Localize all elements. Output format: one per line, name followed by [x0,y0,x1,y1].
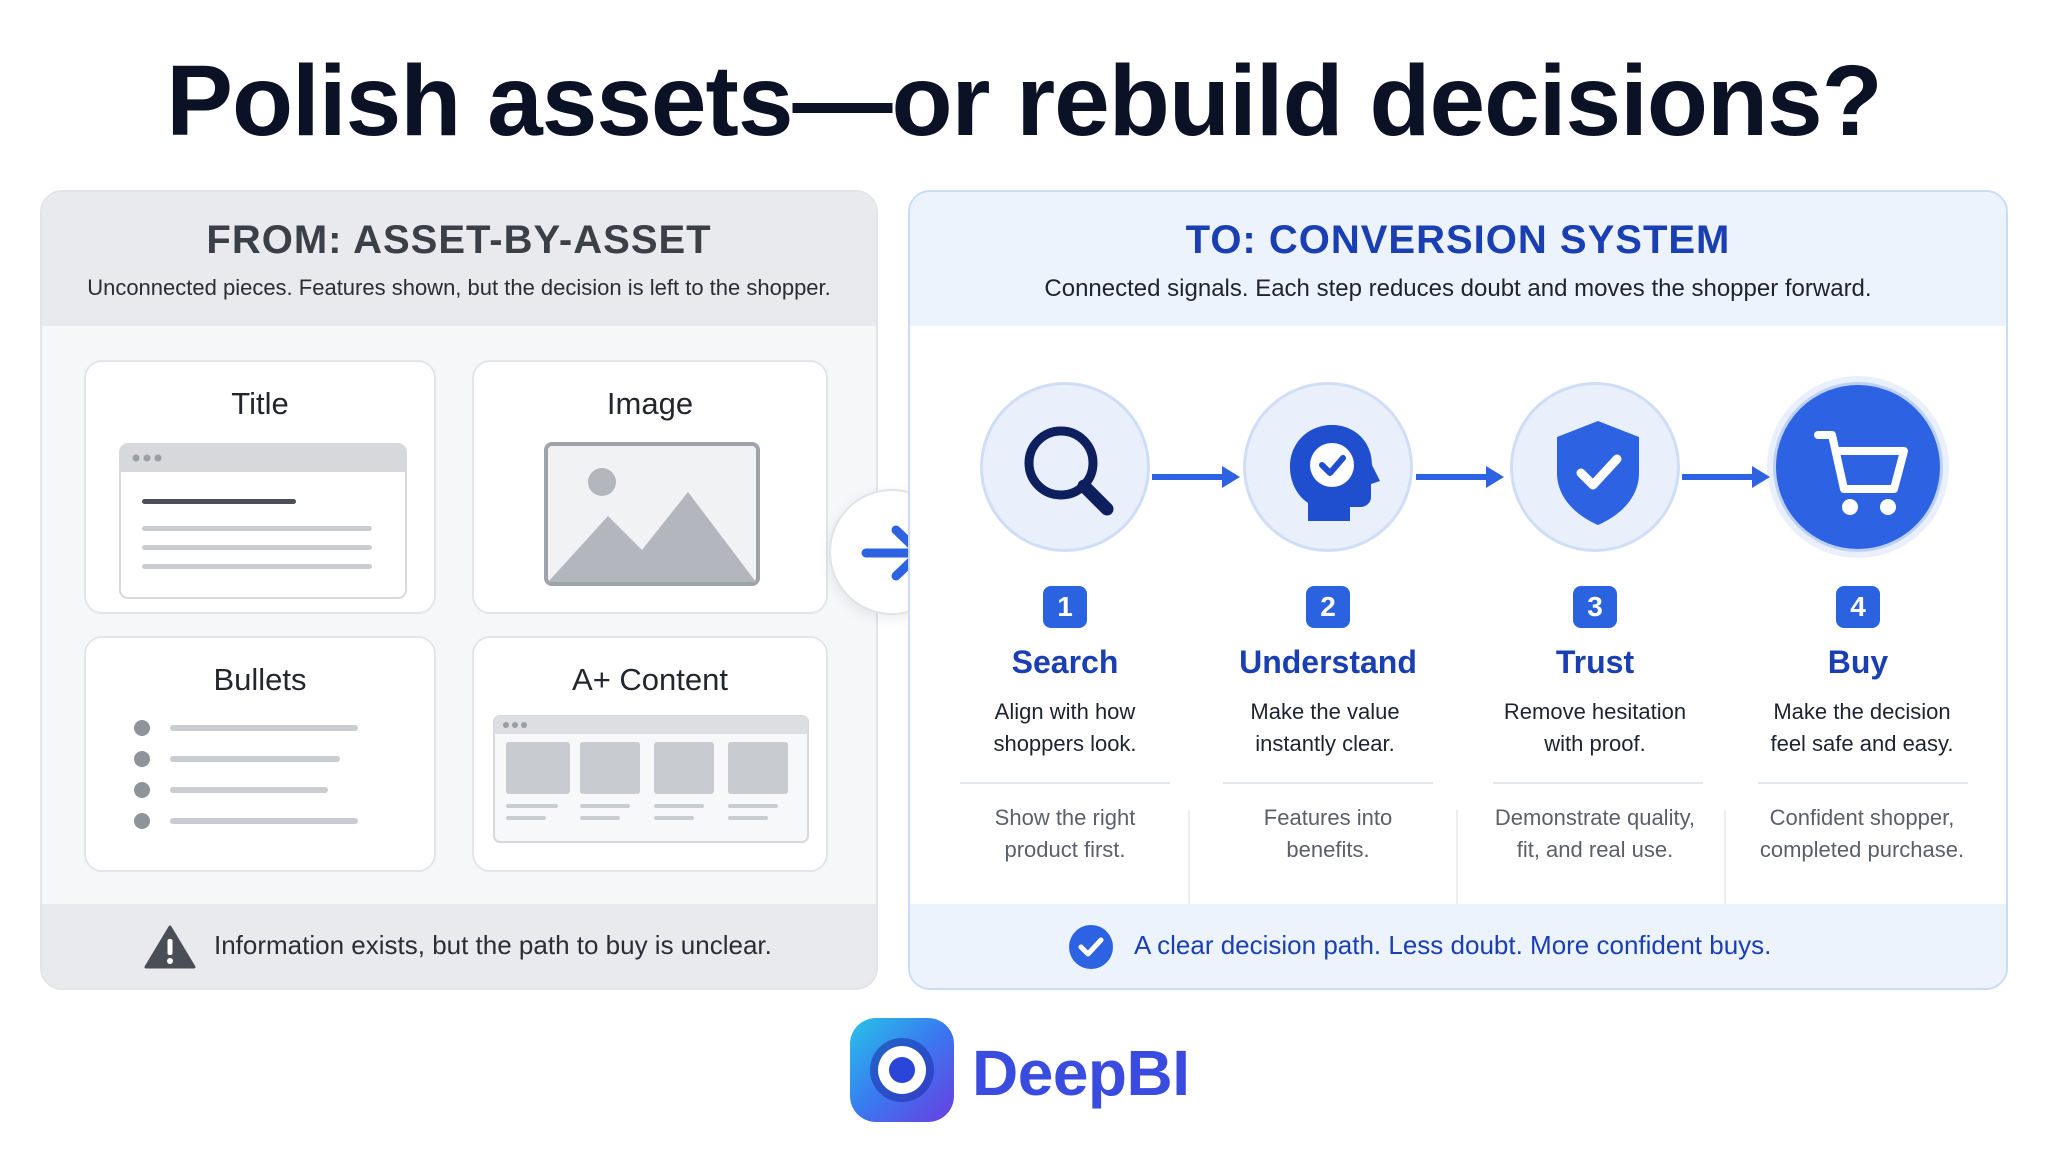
search-icon [1024,426,1114,516]
image-card-label: Image [606,386,694,421]
bullets-card-label: Bullets [213,662,307,697]
step-4-name: Buy [1827,644,1889,680]
step-1-name: Search [1011,644,1119,680]
step-1-circle [980,382,1150,552]
step-1-description: Align with how shoppers look. [993,699,1137,756]
step-divider [1456,810,1458,988]
title-card-label: Title [231,386,289,421]
check-circle-icon [1069,925,1113,969]
step-3-badge: 3 [1573,586,1617,628]
step-1-badge: 1 [1043,586,1087,628]
from-panel-heading: FROM: ASSET-BY-ASSET [206,218,712,262]
step-3-note: Demonstrate quality, fit, and real use. [1494,805,1696,862]
from-panel: FROM: ASSET-BY-ASSET Unconnected pieces.… [40,190,878,990]
step-4-badge: 4 [1836,586,1880,628]
step-3-to-4-arrow [1682,466,1770,488]
bullet-list-icon [134,720,358,829]
step-2-note: Features into benefits. [1263,805,1393,862]
step-1-to-2-arrow [1152,466,1240,488]
shopping-cart-icon [1814,431,1908,515]
to-panel-footer-text: A clear decision path. Less doubt. More … [1134,930,1772,960]
to-panel-header: TO: CONVERSION SYSTEM Connected signals.… [910,192,2006,326]
step-1-note: Show the right product first. [994,805,1136,862]
aplus-wireframe-icon [493,715,809,843]
step-divider [1188,810,1190,988]
image-placeholder-icon [544,442,760,586]
step-3-description: Remove hesitation with proof. [1503,699,1687,756]
from-panel-footer: Information exists, but the path to buy … [42,904,876,988]
to-panel-footer: A clear decision path. Less doubt. More … [910,904,2006,988]
title-asset-card: Title [84,360,436,614]
step-4-circle [1773,382,1943,552]
warning-icon [144,925,196,969]
title-wireframe-icon [119,443,407,599]
from-panel-subheading: Unconnected pieces. Features shown, but … [87,275,831,300]
from-panel-header: FROM: ASSET-BY-ASSET Unconnected pieces.… [42,192,876,326]
to-panel: TO: CONVERSION SYSTEM Connected signals.… [908,190,2008,990]
step-2-separator [1223,782,1433,784]
step-4-description: Make the decision feel safe and easy. [1770,699,1954,756]
page-title: Polish assets—or rebuild decisions? [166,45,1883,157]
bullets-asset-card: Bullets [84,636,436,872]
step-2-badge: 2 [1306,586,1350,628]
image-asset-card: Image [472,360,828,614]
step-1-separator [960,782,1170,784]
step-2-to-3-arrow [1416,466,1504,488]
step-divider [1724,810,1726,988]
step-4-note: Confident shopper, completed purchase. [1759,805,1965,862]
step-2-circle [1243,382,1413,552]
brand-name: DeepBI [972,1037,1190,1109]
step-3-separator [1493,782,1703,784]
step-3-name: Trust [1555,644,1635,680]
step-2-description: Make the value instantly clear. [1250,699,1400,756]
head-check-icon [1290,425,1380,521]
step-3-circle [1510,382,1680,552]
to-panel-subheading: Connected signals. Each step reduces dou… [1044,275,1872,302]
aplus-asset-card: A+ Content [472,636,828,872]
aplus-card-label: A+ Content [572,662,728,697]
from-panel-footer-text: Information exists, but the path to buy … [214,930,772,960]
step-2-name: Understand [1239,644,1417,680]
shield-check-icon [1557,421,1639,525]
step-4-separator [1758,782,1968,784]
to-panel-heading: TO: CONVERSION SYSTEM [1185,218,1731,262]
deepbi-logo-icon [850,1018,954,1122]
